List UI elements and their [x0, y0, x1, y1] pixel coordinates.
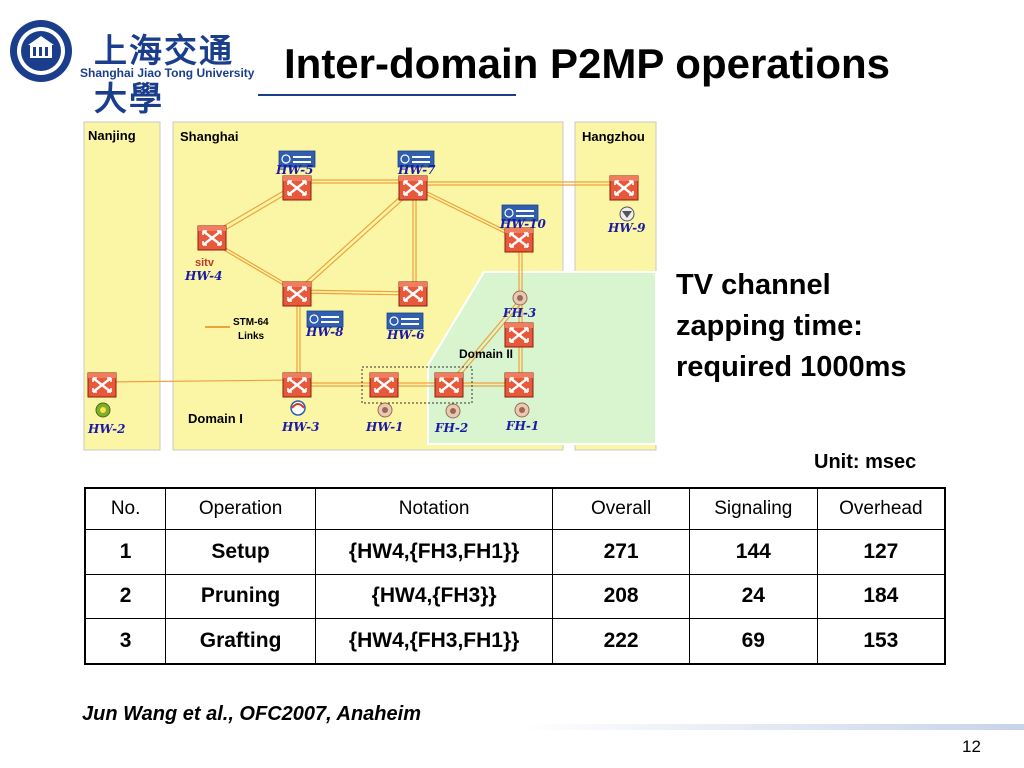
region-label-domain1: Domain I	[188, 411, 243, 426]
router-fh3	[503, 321, 535, 349]
sitv-logo-icon: sitv	[195, 257, 215, 269]
node-label-hw8: HW-8	[305, 325, 344, 339]
hw9-logo-icon	[619, 206, 635, 222]
router-hw1	[368, 371, 400, 399]
results-table: No. Operation Notation Overall Signaling…	[84, 487, 946, 665]
title-underline	[258, 94, 516, 96]
cell-overall: 222	[552, 618, 690, 665]
header-overhead: Overhead	[816, 487, 946, 530]
note-line-3: required 1000ms	[676, 351, 907, 383]
cell-signaling: 24	[688, 573, 818, 620]
node-label-fh1: FH-1	[505, 419, 539, 433]
cell-no: 3	[84, 618, 167, 665]
table-header-row: No. Operation Notation Overall Signaling…	[84, 487, 946, 530]
header-operation: Operation	[165, 487, 316, 530]
region-nanjing	[83, 121, 161, 451]
cell-operation: Setup	[165, 529, 316, 575]
node-label-hw5: HW-5	[275, 163, 314, 177]
router-hw8	[281, 280, 313, 308]
region-label-nanjing: Nanjing	[88, 128, 136, 143]
cell-operation: Pruning	[165, 573, 316, 620]
cell-notation: {HW4,{FH3,FH1}}	[314, 618, 554, 665]
region-label-hangzhou: Hangzhou	[582, 129, 645, 144]
fh-logo-icon	[377, 402, 393, 418]
cell-notation: {HW4,{FH3,FH1}}	[314, 529, 554, 575]
node-label-hw6: HW-6	[386, 328, 425, 342]
router-hw4	[196, 224, 228, 252]
legend-label-line1: STM-64	[233, 317, 269, 328]
fh-logo-icon	[514, 402, 530, 418]
node-label-fh3: FH-3	[502, 306, 536, 320]
router-hw6	[397, 280, 429, 308]
page-number: 12	[962, 737, 981, 756]
header-notation: Notation	[314, 487, 554, 530]
node-label-hw3: HW-3	[281, 420, 320, 434]
gateway-highlight-box	[361, 366, 473, 404]
telecom-logo-icon	[386, 312, 424, 330]
cell-no: 1	[84, 529, 167, 575]
svg-text:sitv: sitv	[195, 257, 215, 269]
router-hw3	[281, 371, 313, 399]
node-label-hw2: HW-2	[87, 422, 126, 436]
table-row: 2 Pruning {HW4,{FH3}} 208 24 184	[84, 573, 946, 620]
region-label-domain2: Domain II	[459, 347, 513, 361]
header-overall: Overall	[552, 487, 690, 530]
cell-overall: 271	[552, 529, 690, 575]
university-logo: 上海交通大學 Shanghai Jiao Tong University	[8, 18, 258, 118]
table-row: 1 Setup {HW4,{FH3,FH1}} 271 144 127	[84, 529, 946, 575]
footer-line	[520, 724, 1024, 730]
router-hw9	[608, 174, 640, 202]
network-diagram: STM-64 Links Nanjing Shanghai Hangzhou D…	[83, 121, 657, 451]
cell-notation: {HW4,{FH3}}	[314, 573, 554, 620]
cell-signaling: 144	[688, 529, 818, 575]
node-label-hw4: HW-4	[184, 269, 223, 283]
router-fh1	[503, 371, 535, 399]
table-row: 3 Grafting {HW4,{FH3,FH1}} 222 69 153	[84, 618, 946, 665]
node-label-hw1: HW-1	[365, 420, 404, 434]
legend-label-line2: Links	[238, 331, 265, 342]
header-no: No.	[84, 487, 167, 530]
node-label-hw10: HW-10	[499, 217, 546, 231]
hw2-logo-icon	[95, 402, 111, 418]
router-fh2	[433, 371, 465, 399]
cell-overhead: 153	[816, 618, 946, 665]
cell-signaling: 69	[688, 618, 818, 665]
region-label-shanghai: Shanghai	[180, 129, 239, 144]
router-hw5	[281, 174, 313, 202]
cell-overhead: 127	[816, 529, 946, 575]
hw3-logo-icon	[290, 400, 306, 416]
node-label-hw9: HW-9	[607, 221, 646, 235]
university-name-en: Shanghai Jiao Tong University	[80, 66, 255, 80]
node-label-fh2: FH-2	[434, 421, 468, 435]
router-hw2	[86, 371, 118, 399]
citation: Jun Wang et al., OFC2007, Anaheim	[82, 703, 421, 725]
cell-overhead: 184	[816, 573, 946, 620]
fh-logo-icon	[445, 403, 461, 419]
header-signaling: Signaling	[688, 487, 818, 530]
zapping-time-note: TV channel zapping time: required 1000ms	[676, 265, 907, 388]
unit-label: Unit: msec	[814, 451, 917, 473]
note-line-2: zapping time:	[676, 310, 863, 342]
router-hw10	[503, 226, 535, 254]
fh-logo-icon	[512, 290, 528, 306]
stm64-links	[101, 179, 624, 387]
cell-operation: Grafting	[165, 618, 316, 665]
cell-no: 2	[84, 573, 167, 620]
router-hw7	[397, 174, 429, 202]
node-label-hw7: HW-7	[397, 163, 436, 177]
university-name-cn: 上海交通大學	[94, 31, 234, 118]
region-domain2	[427, 271, 657, 445]
university-seal-icon	[10, 20, 72, 82]
cell-overall: 208	[552, 573, 690, 620]
note-line-1: TV channel	[676, 269, 831, 301]
page-title: Inter-domain P2MP operations	[284, 40, 890, 87]
